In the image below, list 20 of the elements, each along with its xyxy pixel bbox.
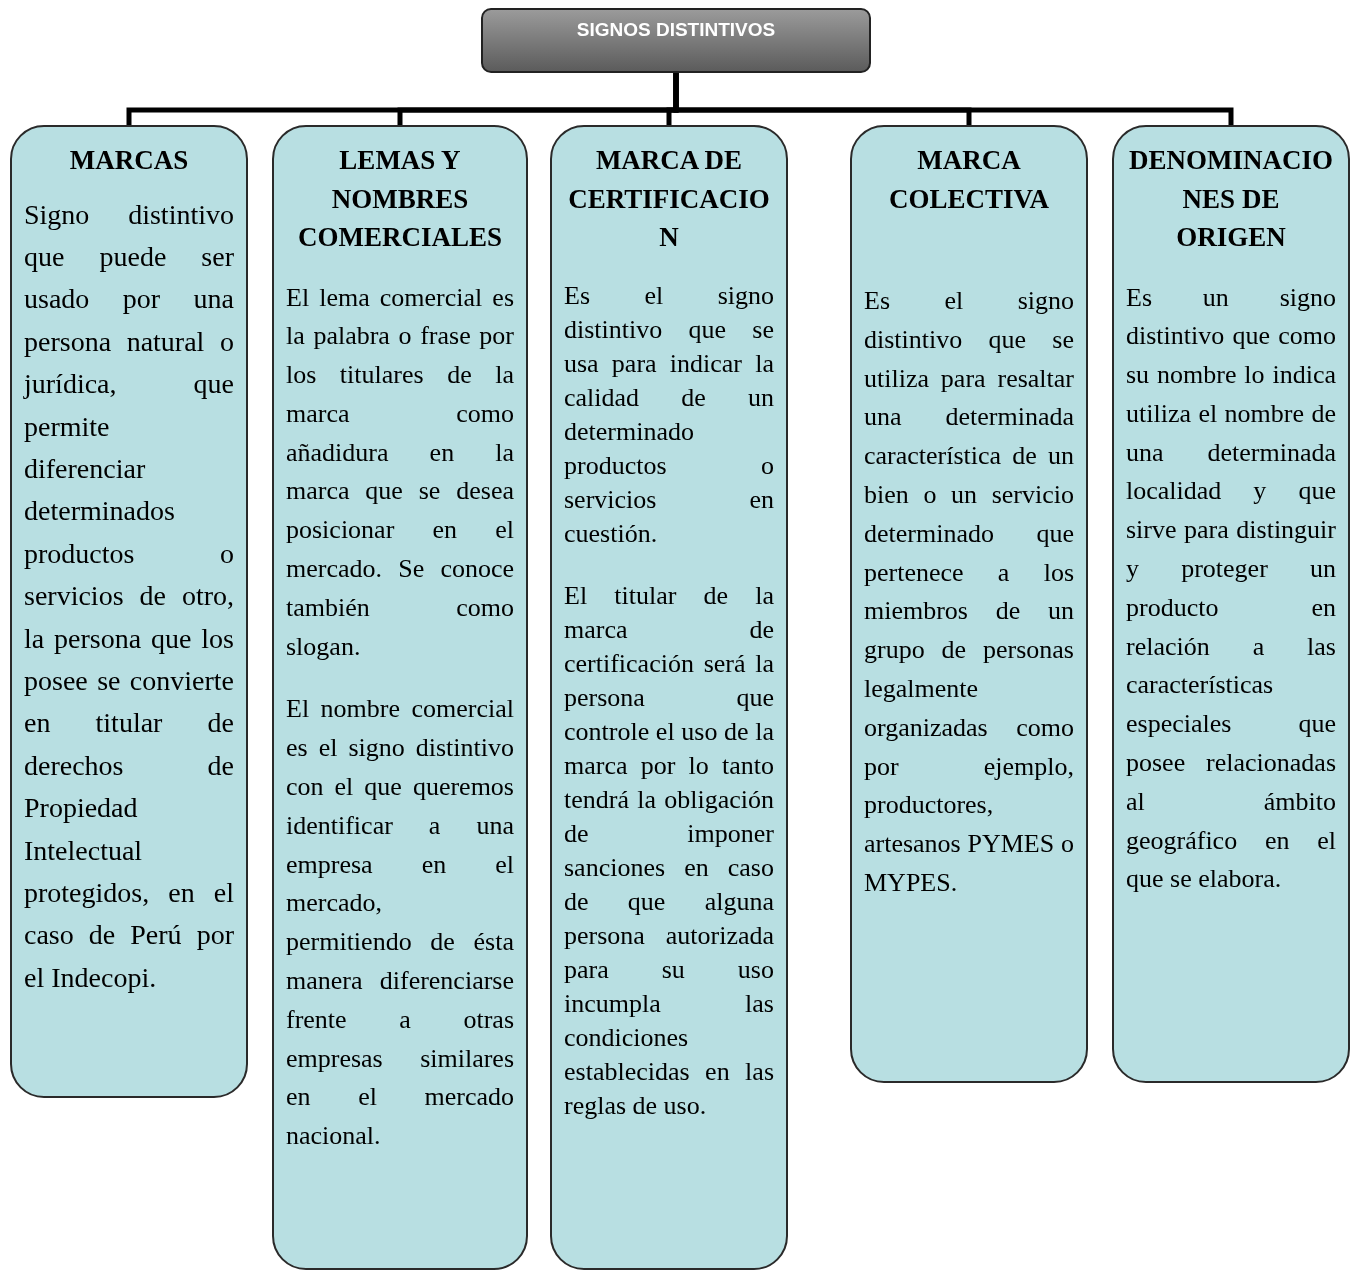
card-heading: DENOMINACIONES DE ORIGEN (1128, 144, 1334, 254)
card-heading: MARCA DE CERTIFICACION (567, 144, 771, 254)
category-card (272, 125, 528, 1270)
card-description: Es el signo distintivo que se usa para indicar la calidad de un determinado productos o servicios en cuestión. (564, 279, 774, 550)
card-heading: LEMAS Y NOMBRES COMERCIALES (297, 144, 503, 254)
category-card (10, 125, 248, 1098)
card-description: Es un signo distintivo que como su nombre lo indica utiliza el nombre de una determinada localidad y que sirve para distinguir y proteger un producto en relación a las características especiales que posee relacionadas al ámbito geográfico en el que se elabora. (1126, 281, 1336, 896)
category-card (850, 125, 1088, 1083)
title-box (481, 8, 871, 73)
card-description: Es el signo distintivo que se utiliza para resaltar una determinada característica de un bien o un servicio determinado que pertenece a los miembros de un grupo de personas legalmente organizadas como por ejemplo, productores, artesanos PYMES o MYPES. (864, 285, 1074, 899)
card-description: El nombre comercial es el signo distintivo con el que queremos identificar a una empresa en el mercado, permitiendo de ésta manera diferenciarse frente a otras empresas similares en el mercado nacional. (286, 693, 514, 1153)
card-heading: MARCA COLECTIVA (887, 144, 1051, 216)
category-card (550, 125, 788, 1270)
card-heading: MARCAS (68, 144, 190, 177)
title-text: SIGNOS DISTINTIVOS (576, 19, 776, 41)
category-card (1112, 125, 1350, 1083)
card-description: El lema comercial es la palabra o frase por los titulares de la marca como añadidura en la marca que se desea posicionar en el mercado. Se conoce también como slogan. (286, 281, 514, 663)
connector-line (673, 73, 1234, 125)
card-description: Signo distintivo que puede ser usado por una persona natural o jurídica, que permite diferenciar determinados productos o servicios de otro, la persona que los posee se convierte en titular de derechos de Propiedad Intelectual protegidos, en el caso de Perú por el Indecopi. (24, 197, 234, 995)
card-description: El titular de la marca de certificación será la persona que controle el uso de la marca por lo tanto tendrá la obligación de imponer sanciones en caso de que alguna persona autorizada para su uso incumpla las condiciones establecidas en las reglas de uso. (564, 579, 774, 1122)
